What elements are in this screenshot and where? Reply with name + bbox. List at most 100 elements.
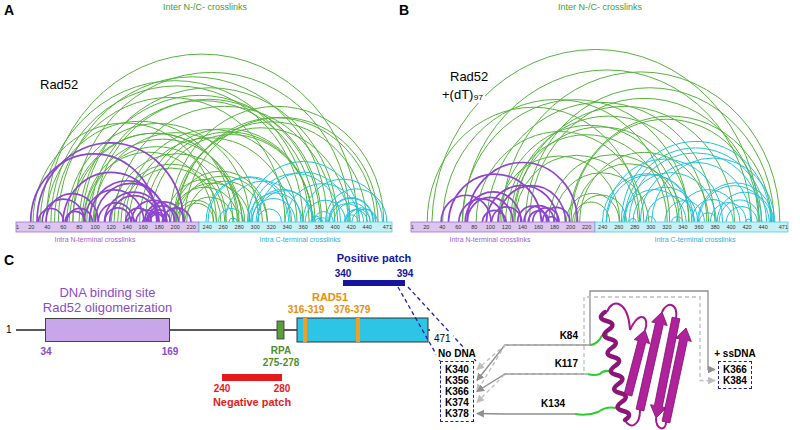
tick-label: 260 xyxy=(219,224,228,230)
tick-label: 400 xyxy=(331,224,340,230)
tick-label: 60 xyxy=(60,224,66,230)
tick-label: 200 xyxy=(566,224,575,230)
crosslink-arrows xyxy=(477,291,715,414)
inter-crosslink-arc xyxy=(170,106,384,222)
tick-label: 320 xyxy=(267,224,276,230)
c-crosslink-arc xyxy=(629,153,762,222)
n-crosslink-arc xyxy=(89,181,165,222)
tick-label: 200 xyxy=(171,224,180,230)
lysine-residue: K384 xyxy=(723,375,747,386)
tick-label: 380 xyxy=(710,224,719,230)
n-crosslink-arc xyxy=(148,210,170,222)
protein-name: Rad52 xyxy=(38,78,80,93)
residue-number: 169 xyxy=(162,346,179,358)
tick-label: 1 xyxy=(411,224,414,230)
c-terminal-bar xyxy=(595,222,788,232)
c-crosslink-arc xyxy=(346,209,370,222)
rad51-site xyxy=(303,318,307,342)
tick-label: 240 xyxy=(203,224,212,230)
inter-crosslink-arc xyxy=(526,88,775,222)
tick-label: 380 xyxy=(315,224,324,230)
patch-name: Positive patch xyxy=(337,252,412,265)
lysine-residue: K356 xyxy=(445,375,469,386)
lysine-residue: K366 xyxy=(445,386,469,397)
residue-range: 275-278 xyxy=(263,357,300,369)
tick-label: 471 xyxy=(383,224,392,230)
residue-range: 316-319 xyxy=(288,304,325,316)
residue-range: 376-379 xyxy=(334,304,371,316)
inter-crosslink-arc xyxy=(82,88,338,222)
n-crosslink-arc xyxy=(46,194,98,222)
domain-map xyxy=(16,280,476,381)
inter-crosslink-arc xyxy=(126,129,298,222)
n-crosslink-arc xyxy=(448,174,541,222)
tick-label: 20 xyxy=(28,224,34,230)
tick-label: 60 xyxy=(455,224,461,230)
tick-label: 120 xyxy=(502,224,511,230)
c-crosslink-arc xyxy=(303,179,382,222)
negative-patch-bar xyxy=(222,374,282,381)
box-heading: + ssDNA xyxy=(712,348,757,360)
inter-crosslink-arc xyxy=(463,70,752,222)
tick-label: 100 xyxy=(486,224,495,230)
inter-crosslink-arc xyxy=(94,99,321,222)
lysine-residue: K378 xyxy=(445,408,469,419)
tick-label: 440 xyxy=(759,224,768,230)
arc-type-label: Intra N-terminal crosslinks xyxy=(55,236,136,244)
tick-label: 40 xyxy=(439,224,445,230)
rpa-site xyxy=(277,321,284,339)
c-crosslink-arc xyxy=(257,209,281,222)
n-crosslink-arc xyxy=(467,162,577,222)
lysine-residue: K374 xyxy=(445,397,469,408)
tick-label: 140 xyxy=(518,224,527,230)
tick-label: 260 xyxy=(614,224,623,230)
tick-label: 320 xyxy=(662,224,671,230)
n-terminal-bar xyxy=(16,222,199,232)
tick-label: 160 xyxy=(139,224,148,230)
arc-type-label: Intra N-terminal crosslinks xyxy=(450,236,531,244)
tick-label: 420 xyxy=(742,224,751,230)
inter-crosslink-arc xyxy=(566,193,619,222)
c-crosslink-arc xyxy=(218,208,243,222)
lysine-residue: K340 xyxy=(445,364,469,375)
tick-label: 1 xyxy=(16,224,19,230)
n-crosslink-arc xyxy=(84,190,143,222)
inter-crosslink-arc xyxy=(83,139,242,222)
residue-label: K84 xyxy=(560,330,578,342)
inter-crosslink-arc xyxy=(178,176,267,222)
residue-number: 34 xyxy=(40,346,51,358)
arc-type-label: Intra C-terminal crosslinks xyxy=(260,236,341,244)
beta-strand xyxy=(624,330,650,396)
inter-crosslink-arc xyxy=(502,72,780,222)
domain-box: DNA binding site Rad52 oligomerization xyxy=(45,318,170,342)
site-name: RAD51 xyxy=(312,291,348,304)
rad51-site xyxy=(356,318,360,342)
tick-label: 80 xyxy=(76,224,82,230)
residue-number: 280 xyxy=(274,383,291,395)
tick-label: 471 xyxy=(779,224,788,230)
n-terminal-bar xyxy=(411,222,595,232)
n-crosslink-arc xyxy=(65,211,85,222)
tick-label: 160 xyxy=(534,224,543,230)
c-terminal-domain xyxy=(297,318,428,342)
panel-letter: B xyxy=(399,2,409,18)
n-crosslink-arc xyxy=(37,143,183,222)
crosslink-arrow xyxy=(584,297,715,381)
c-crosslink-arc xyxy=(225,181,301,222)
inter-crosslink-arc xyxy=(476,132,644,222)
arc-type-label: Intra C-terminal crosslinks xyxy=(655,236,736,244)
residue-number: 394 xyxy=(397,268,414,280)
c-crosslink-arc xyxy=(329,198,373,222)
alpha-helix xyxy=(601,312,629,420)
c-crosslink-arc xyxy=(334,203,370,222)
tick-label: 100 xyxy=(91,224,100,230)
tick-label: 180 xyxy=(550,224,559,230)
c-crosslink-arc xyxy=(344,210,367,222)
n-crosslink-arc xyxy=(42,199,84,222)
c-crosslink-arc xyxy=(717,192,772,222)
panel-letter: A xyxy=(4,2,14,18)
dna-condition: +(dT)₉₇ xyxy=(440,88,485,103)
inter-crosslink-arc xyxy=(498,156,620,222)
n-crosslink-arc xyxy=(467,197,513,222)
